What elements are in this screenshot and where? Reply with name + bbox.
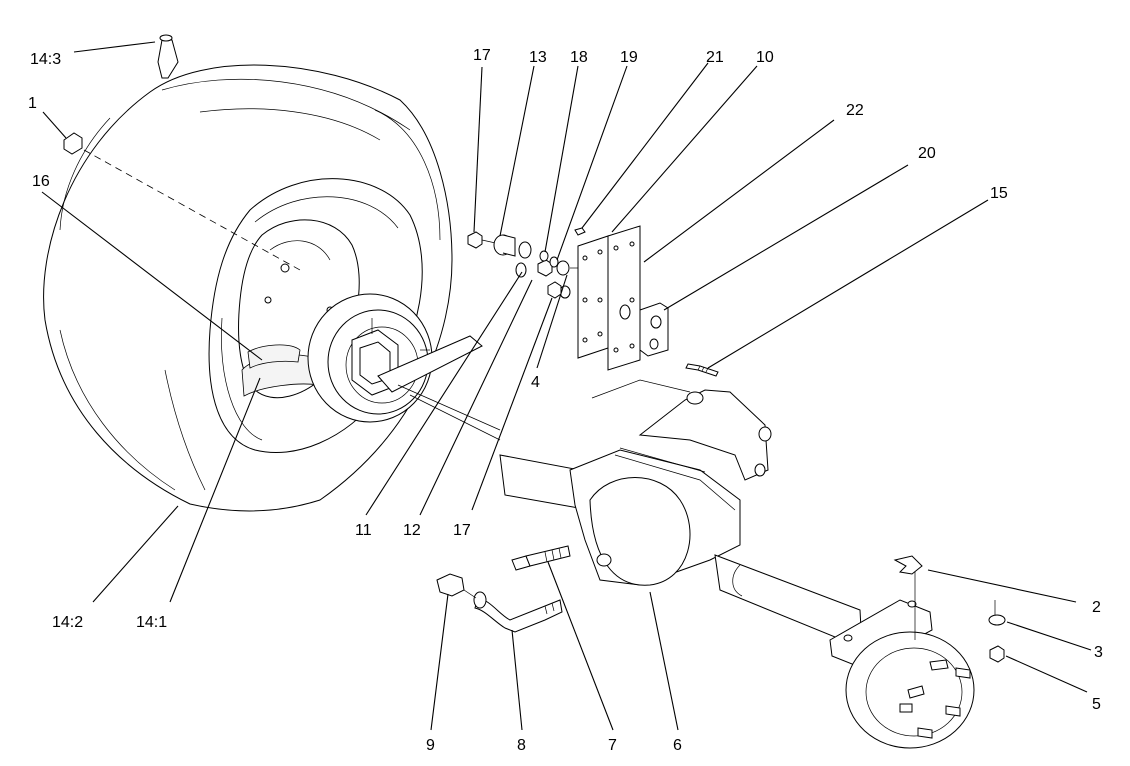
hub-assembly [307,293,501,441]
callout-18: 18 [570,49,588,66]
callout-17-bottom: 17 [453,522,471,539]
callout-labels: 1 14:3 16 14:2 14:1 11 12 17 4 17 13 18 … [28,47,1103,754]
callout-4: 4 [531,374,540,391]
callout-12: 12 [403,522,421,539]
tire [43,34,453,512]
axle-housing [499,389,975,749]
callout-20: 20 [918,145,936,162]
callout-8: 8 [517,737,526,754]
callout-3: 3 [1094,644,1103,661]
callout-17-top: 17 [473,47,491,64]
callout-19: 19 [620,49,638,66]
callout-22: 22 [846,102,864,119]
wheel-studs [899,659,971,739]
callout-16: 16 [32,173,50,190]
callout-2: 2 [1092,599,1101,616]
callout-14-2: 14:2 [52,614,83,631]
callout-11: 11 [355,522,372,539]
callout-10: 10 [756,49,774,66]
leader-lines [41,41,1092,731]
plate-guide-line [591,379,691,399]
callout-14-1: 14:1 [136,614,167,631]
fastener-stack [467,231,582,299]
mount-plates [574,225,719,377]
callout-9: 9 [426,737,435,754]
callout-6: 6 [673,737,682,754]
callout-14-3: 14:3 [30,51,61,68]
callout-15: 15 [990,185,1008,202]
callout-5: 5 [1092,696,1101,713]
callout-13: 13 [529,49,547,66]
wheel-axis-line [83,149,301,271]
callout-1: 1 [28,95,37,112]
shift-linkage [436,545,571,633]
right-small-parts [893,555,1006,663]
callout-7: 7 [608,737,617,754]
callout-21: 21 [706,49,724,66]
